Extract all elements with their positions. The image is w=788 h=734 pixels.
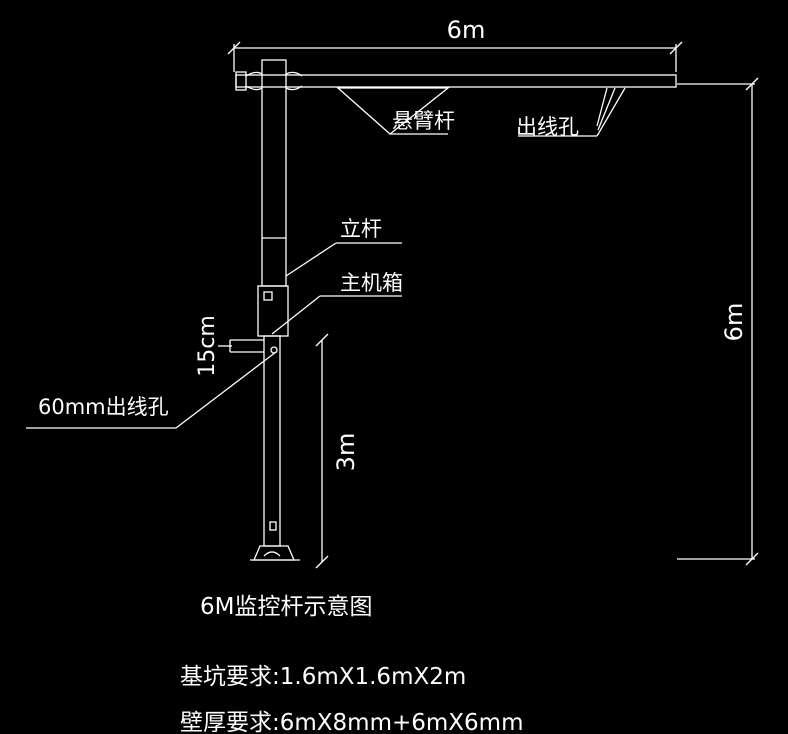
- label-cable-outlet-top: 出线孔: [516, 115, 579, 139]
- cantilever-arm: [235, 71, 677, 137]
- upright-pole: [250, 59, 300, 561]
- label-cantilever-arm: 悬臂杆: [392, 109, 455, 133]
- top-dimension: 6m: [227, 16, 683, 72]
- bracket-dimension-label: 15cm: [195, 315, 220, 377]
- caption-wall-thickness: 壁厚要求:6mX8mm+6mX6mm: [180, 710, 524, 734]
- label-main-box: 主机箱: [340, 271, 403, 295]
- right-dimension: 6m: [677, 77, 759, 566]
- main-box-shape: [257, 285, 289, 337]
- label-outlet-60mm: 60mm出线孔: [38, 395, 169, 419]
- leader-outlet-60mm: [175, 351, 277, 429]
- leader-upright: [285, 242, 337, 277]
- label-upright-pole: 立杆: [340, 217, 382, 241]
- bracket: 15cm: [195, 315, 278, 377]
- caption-foundation: 基坑要求:1.6mX1.6mX2m: [180, 664, 466, 690]
- lower-dimension-label: 3m: [332, 433, 360, 472]
- right-dimension-label: 6m: [720, 303, 748, 342]
- top-dimension-label: 6m: [447, 16, 486, 44]
- lower-dimension: 3m: [315, 333, 360, 569]
- leader-main-box: [271, 295, 321, 335]
- caption-title: 6M监控杆示意图: [200, 594, 372, 620]
